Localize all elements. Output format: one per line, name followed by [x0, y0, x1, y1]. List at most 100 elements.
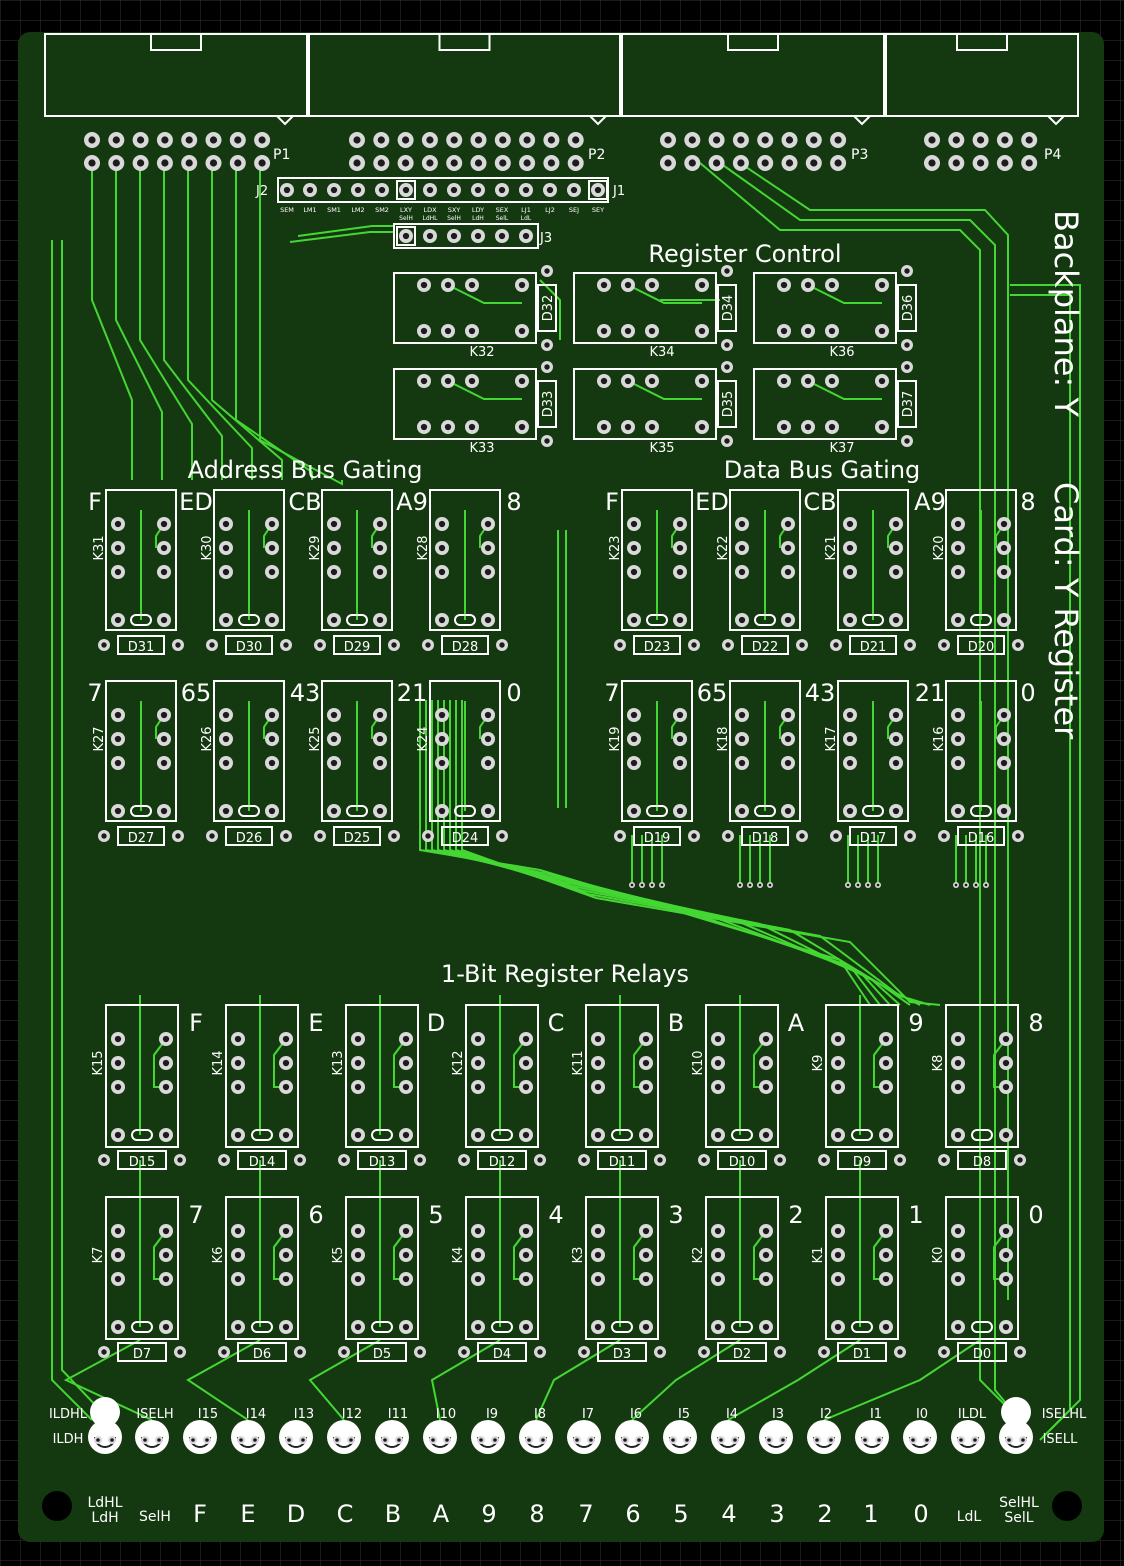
relay-coil-slot [731, 1129, 753, 1141]
pad-hole [664, 136, 672, 144]
pad-hole [258, 136, 266, 144]
pad-hole [544, 364, 550, 370]
pad-hole [768, 883, 772, 887]
pad-hole [594, 1275, 602, 1283]
diode-outline-d16 [957, 826, 1005, 846]
pad-hole [547, 159, 556, 167]
pad-hole [157, 1438, 161, 1442]
relay-label-k3: K3 [571, 1247, 586, 1264]
pin-label-sej: SEJ [569, 206, 579, 214]
pad-hole [420, 423, 428, 431]
pad-hole [209, 833, 215, 839]
diode-label-d1: D1 [853, 1347, 871, 1362]
pad-hole [402, 1035, 410, 1043]
pad-hole [904, 438, 910, 444]
pad-hole [474, 1227, 482, 1235]
diode-outline-d9 [837, 1150, 887, 1170]
relay-outline-k25 [321, 680, 393, 822]
trace [163, 163, 223, 480]
pad-hole [484, 711, 492, 719]
pad-hole [162, 1131, 170, 1139]
led-label-i11: I11 [388, 1407, 408, 1422]
pad-hole [974, 883, 978, 887]
relay-coil-slot [130, 805, 152, 817]
pad-hole [283, 642, 289, 648]
pad-hole [376, 544, 384, 552]
relay-outline-k36 [753, 272, 897, 344]
pad-hole [234, 1059, 242, 1067]
led-label-iselh: ISELH [136, 1407, 173, 1422]
relay-label-k10: K10 [691, 1050, 706, 1075]
relay-outline-k9 [825, 1004, 899, 1148]
relay-label-k37: K37 [829, 441, 854, 456]
led-footprint [1001, 1397, 1031, 1427]
pad-hole [522, 1251, 530, 1259]
pad-hole [737, 136, 745, 144]
relay-coil-slot [862, 614, 884, 626]
pad-hole [162, 1251, 170, 1259]
pad-hole [1002, 1323, 1010, 1331]
bottom-digit-3: 3 [769, 1500, 784, 1528]
bit-label-a: A [788, 1009, 805, 1037]
relay-outline-k6 [225, 1196, 299, 1340]
pad-hole [671, 1438, 675, 1442]
pad-hole [330, 544, 338, 552]
diode-outline-d37 [897, 380, 917, 428]
pad-hole [624, 423, 632, 431]
pad-hole [498, 186, 506, 194]
pad-hole [594, 1227, 602, 1235]
relay-coil-slot [754, 614, 776, 626]
diode-label-d27: D27 [128, 831, 155, 846]
diode-outline-d21 [849, 635, 897, 655]
pad-hole [474, 1251, 482, 1259]
relay-label-k22: K22 [716, 535, 731, 560]
relay-outline-k33 [393, 368, 537, 440]
bit-label-address_top_digits: ED [179, 488, 213, 516]
trace [823, 1339, 981, 1421]
pad-hole [952, 159, 960, 167]
bit-label-address_bottom_digits: 7 [87, 679, 102, 707]
pad-hole [162, 1227, 170, 1235]
pad-hole [353, 136, 361, 144]
pad-hole [737, 159, 745, 167]
pad-hole [438, 544, 446, 552]
pad-hole [1000, 711, 1008, 719]
pad-hole [450, 159, 458, 167]
diode-label-d29: D29 [344, 640, 371, 655]
diode-label-d32: D32 [541, 295, 556, 322]
pad-hole [834, 1275, 842, 1283]
pad-hole [828, 281, 836, 289]
pad-hole [876, 883, 880, 887]
pad-hole [648, 377, 656, 385]
pad-hole [522, 1083, 530, 1091]
led-footprint [135, 1420, 169, 1454]
pad-hole [297, 1157, 303, 1163]
bottom-label-ldh: LdH [91, 1510, 118, 1526]
pad-hole [160, 544, 168, 552]
pad-hole [630, 568, 638, 576]
pad-hole [964, 883, 968, 887]
pad-hole [377, 159, 385, 167]
diode-label-d19: D19 [644, 831, 671, 846]
trace [447, 380, 522, 400]
pad-hole [330, 616, 338, 624]
pad-hole [594, 1251, 602, 1259]
pad-hole [846, 759, 854, 767]
bit-label-e: E [308, 1009, 323, 1037]
bit-label-data_bottom_digits: 65 [697, 679, 728, 707]
pad-hole [882, 1227, 890, 1235]
pad-hole [177, 1349, 183, 1355]
connector-notch [1047, 115, 1065, 126]
trace [187, 163, 253, 480]
pad-hole [959, 1438, 963, 1442]
trace [51, 240, 93, 1421]
pad-hole [719, 1438, 723, 1442]
pad-hole [882, 1035, 890, 1043]
pad-hole [676, 616, 684, 624]
pad-hole [691, 833, 697, 839]
pad-hole [222, 544, 230, 552]
pad-hole [1002, 1059, 1010, 1067]
pad-hole [438, 807, 446, 815]
pad-hole [376, 568, 384, 576]
diode-outline-d11 [597, 1150, 647, 1170]
